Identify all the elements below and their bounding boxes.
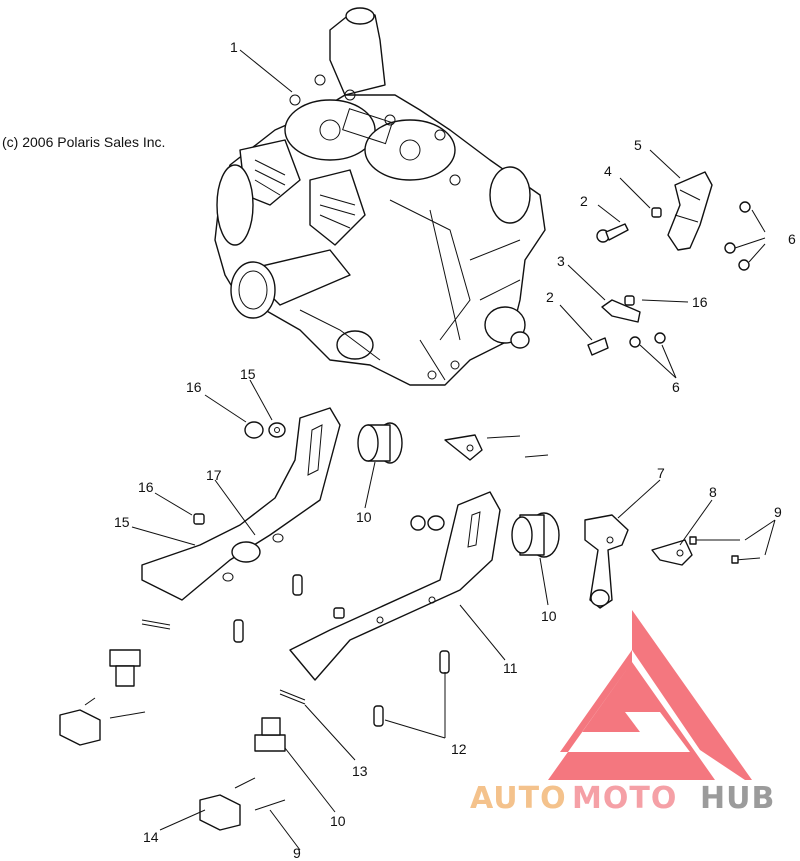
- watermark-auto: AUTO: [470, 781, 567, 816]
- nut-13-square: [333, 607, 345, 619]
- callout-4: 4: [604, 163, 612, 179]
- bracket-3: [601, 299, 641, 323]
- washer-15-left: [268, 422, 286, 438]
- callout-16-upper: 16: [692, 294, 708, 310]
- callout-17: 17: [206, 467, 222, 483]
- callout-6-lower: 6: [672, 379, 680, 395]
- bolt-under-17: [233, 574, 303, 643]
- callout-1: 1: [230, 39, 238, 55]
- callout-10-right: 10: [541, 608, 557, 624]
- upper-mount-bracket: [667, 171, 713, 251]
- watermark-logo: [512, 610, 752, 780]
- isolator-stack-left: [59, 619, 171, 746]
- bracket-7: [584, 514, 629, 609]
- bolt-6-lower: [629, 332, 666, 348]
- callout-10-lower: 10: [330, 813, 346, 829]
- callout-12: 12: [451, 741, 467, 757]
- isolator-10-right: [511, 512, 560, 558]
- copyright-text: (c) 2006 Polaris Sales Inc.: [2, 134, 165, 150]
- callout-9-lower: 9: [293, 845, 301, 861]
- isolator-stack-middle: [199, 689, 306, 831]
- bolt-2-lower: [587, 337, 609, 356]
- bolt-6-upper: [724, 201, 751, 271]
- callout-5: 5: [634, 137, 642, 153]
- small-bracket-upper: [444, 434, 549, 461]
- callout-15-lower: 15: [114, 514, 130, 530]
- callout-14: 14: [143, 829, 159, 845]
- callout-15-upper: 15: [240, 366, 256, 382]
- watermark-triangle-icon: [512, 610, 752, 780]
- mount-bracket-17: [141, 407, 341, 601]
- callout-7: 7: [657, 465, 665, 481]
- engine-assembly: [214, 7, 546, 386]
- washer-nut-11: [410, 515, 445, 531]
- callout-16-left: 16: [186, 379, 202, 395]
- callout-8: 8: [709, 484, 717, 500]
- watermark-hub: HUB: [700, 781, 775, 816]
- callout-9-right: 9: [774, 504, 782, 520]
- watermark-moto: MOTO: [572, 781, 677, 816]
- mount-bracket-11: [289, 491, 501, 681]
- callout-13: 13: [352, 763, 368, 779]
- nut-16-left: [244, 421, 264, 439]
- leader-lines: [131, 49, 776, 851]
- callout-16-small: 16: [138, 479, 154, 495]
- nut-4: [651, 207, 662, 218]
- bolts-9-right: [689, 536, 761, 564]
- isolator-10-upper: [357, 422, 403, 464]
- nut-16-upper: [624, 295, 635, 306]
- callout-2-lower: 2: [546, 289, 554, 305]
- watermark-text: AUTO MOTO HUB: [470, 781, 775, 816]
- nut-16-small: [193, 513, 205, 525]
- callout-11: 11: [503, 660, 518, 676]
- bolt-2-upper: [596, 223, 629, 243]
- bolts-12: [373, 650, 450, 727]
- bracket-8: [651, 539, 693, 566]
- callout-10-upper: 10: [356, 509, 372, 525]
- callout-labels: 1 2 2 3 4 5 6 6 16 16 15 17 16 15 10 7 8…: [114, 39, 796, 861]
- callout-3: 3: [557, 253, 565, 269]
- callout-6-upper: 6: [788, 231, 796, 247]
- callout-2-upper: 2: [580, 193, 588, 209]
